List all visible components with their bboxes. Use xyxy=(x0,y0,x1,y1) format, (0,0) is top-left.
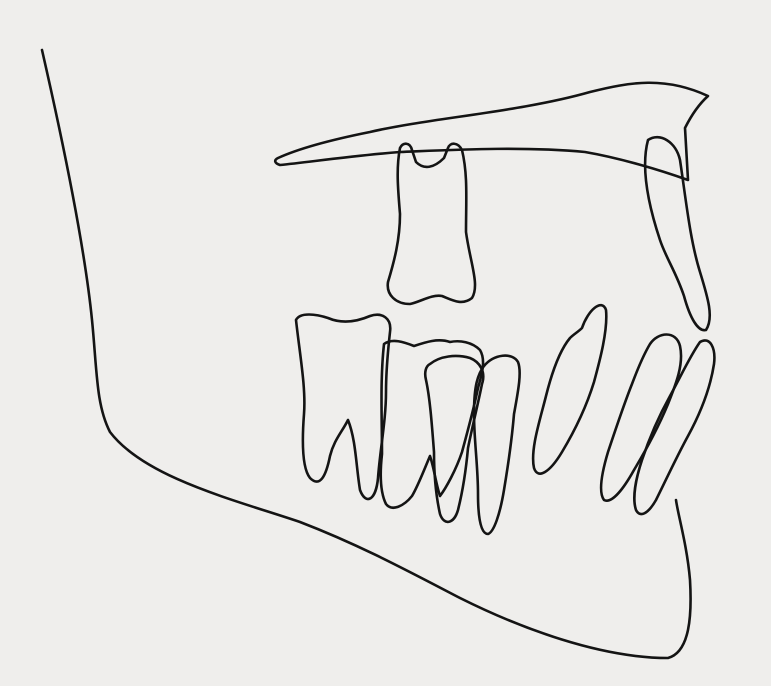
mandible-dentition-diagram xyxy=(0,0,771,686)
line-drawing-figure xyxy=(0,0,771,686)
